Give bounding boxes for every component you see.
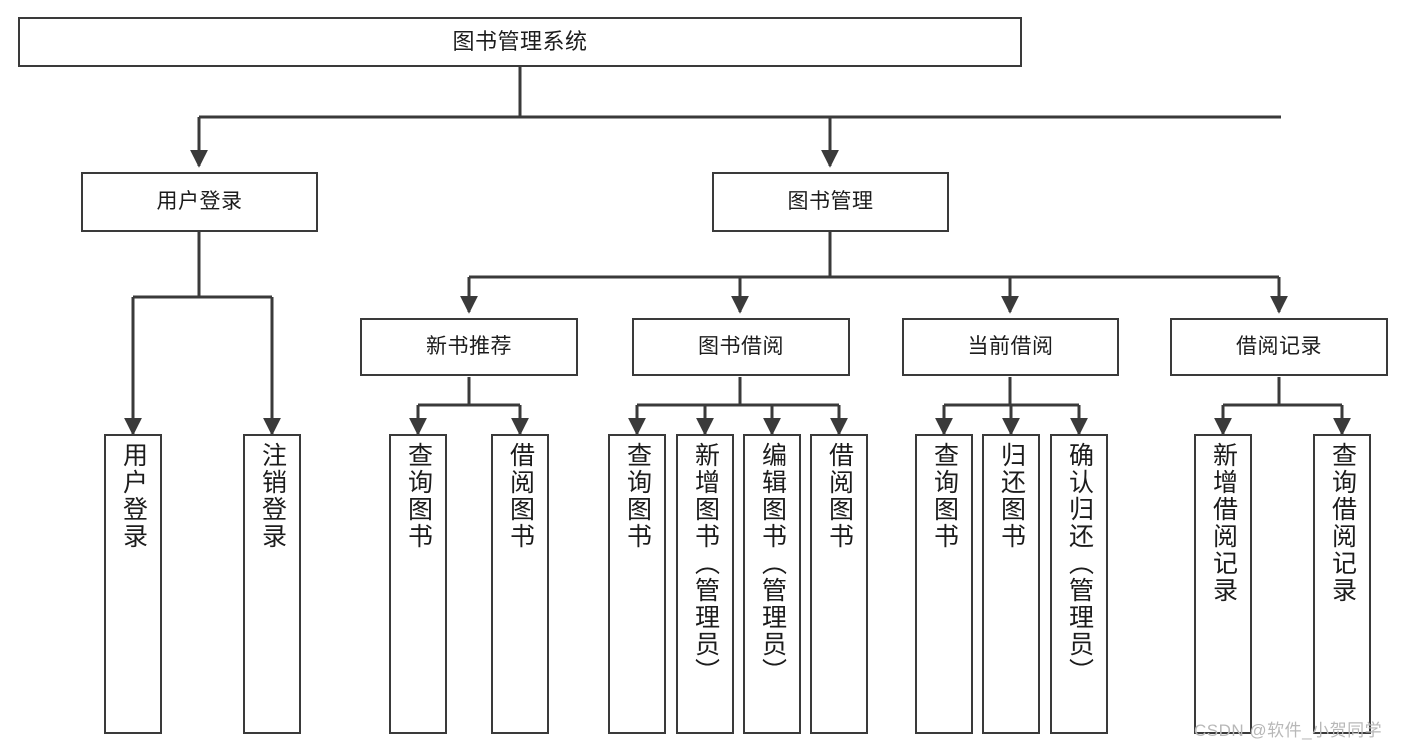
node-label: 用户登录 [119, 442, 148, 550]
node-label: 借阅图书 [825, 442, 854, 550]
node-label: 当前借阅 [967, 334, 1054, 358]
node-label: 注销登录 [258, 442, 287, 550]
node-label: 确认归还（管理员） [1065, 442, 1094, 685]
node-book-borrow[interactable]: 图书借阅 [632, 318, 850, 376]
node-label: 新增借阅记录 [1209, 442, 1238, 604]
node-label: 图书借阅 [698, 334, 784, 358]
leaf-recommend-query-book[interactable]: 查询图书 [389, 434, 447, 734]
node-user-login[interactable]: 用户登录 [81, 172, 318, 232]
node-new-book-recommend[interactable]: 新书推荐 [360, 318, 578, 376]
node-current-borrow[interactable]: 当前借阅 [902, 318, 1119, 376]
leaf-borrow-query-book[interactable]: 查询图书 [608, 434, 666, 734]
leaf-recommend-borrow-book[interactable]: 借阅图书 [491, 434, 549, 734]
node-label: 编辑图书（管理员） [758, 442, 787, 685]
node-label: 借阅图书 [506, 442, 535, 550]
node-label: 新增图书（管理员） [691, 442, 720, 685]
node-label: 图书管理系统 [452, 29, 588, 55]
node-label: 查询借阅记录 [1328, 442, 1357, 604]
leaf-record-add-record[interactable]: 新增借阅记录 [1194, 434, 1252, 734]
leaf-current-return-book[interactable]: 归还图书 [982, 434, 1040, 734]
node-book-management[interactable]: 图书管理 [712, 172, 949, 232]
node-label: 查询图书 [404, 442, 433, 550]
node-label: 图书管理 [787, 189, 874, 213]
leaf-borrow-edit-book-admin[interactable]: 编辑图书（管理员） [743, 434, 801, 734]
leaf-user-login-logout[interactable]: 注销登录 [243, 434, 301, 734]
node-borrow-record[interactable]: 借阅记录 [1170, 318, 1388, 376]
csdn-watermark: CSDN @软件_小贺同学 [1194, 721, 1383, 740]
leaf-user-login-login[interactable]: 用户登录 [104, 434, 162, 734]
node-label: 借阅记录 [1236, 334, 1322, 358]
node-label: 用户登录 [156, 189, 243, 213]
node-label: 归还图书 [997, 442, 1026, 550]
leaf-borrow-add-book-admin[interactable]: 新增图书（管理员） [676, 434, 734, 734]
node-label: 查询图书 [623, 442, 652, 550]
node-label: 新书推荐 [426, 334, 512, 358]
leaf-current-confirm-return-admin[interactable]: 确认归还（管理员） [1050, 434, 1108, 734]
leaf-current-query-book[interactable]: 查询图书 [915, 434, 973, 734]
leaf-borrow-borrow-book[interactable]: 借阅图书 [810, 434, 868, 734]
node-label: 查询图书 [930, 442, 959, 550]
node-root-system[interactable]: 图书管理系统 [18, 17, 1022, 67]
leaf-record-query-record[interactable]: 查询借阅记录 [1313, 434, 1371, 734]
